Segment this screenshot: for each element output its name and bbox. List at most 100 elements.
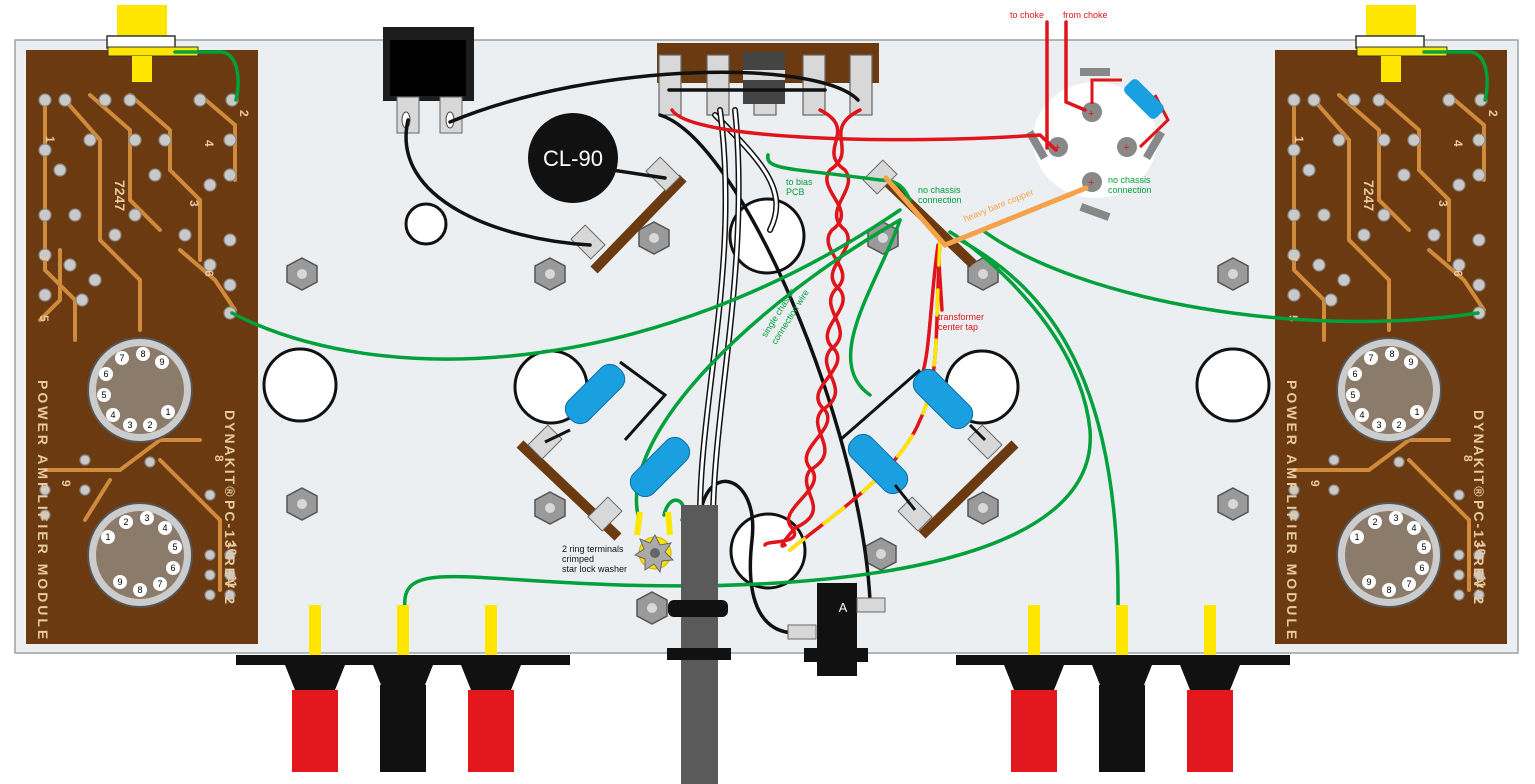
svg-text:+: + bbox=[1088, 108, 1094, 120]
left-lower-pin-4: 4 bbox=[162, 523, 167, 533]
right-pcb-edge-6: 6 bbox=[1451, 270, 1465, 277]
no-chassis-label-1-line1: no chassis bbox=[918, 185, 961, 195]
right-speaker-terminal-bar bbox=[956, 605, 1290, 772]
left-pcb-model: PC-13 REV-2 bbox=[222, 500, 238, 606]
cl90-label: CL-90 bbox=[543, 146, 603, 171]
right-pcb-brand: DYNAKIT® bbox=[1471, 410, 1487, 499]
from-choke-label: from choke bbox=[1063, 10, 1108, 20]
left-pcb-edge-3: 3 bbox=[187, 200, 201, 207]
right-lower-pin-5: 5 bbox=[1421, 542, 1426, 552]
left-lower-pin-5: 5 bbox=[172, 542, 177, 552]
svg-text:+: + bbox=[1123, 142, 1129, 154]
left-pcb-edge-8: 8 bbox=[212, 455, 226, 462]
power-rocker-switch bbox=[383, 27, 474, 134]
right-pcb-edge-9: 9 bbox=[1308, 480, 1322, 487]
left-lower-pin-7: 7 bbox=[157, 579, 162, 589]
left-speaker-terminal-bar bbox=[236, 605, 570, 772]
right-pcb-edge-7: 7 bbox=[1286, 255, 1300, 262]
right-upper-tube-socket: 1 2 3 4 5 6 7 8 9 bbox=[1336, 337, 1442, 443]
right-upper-pin-1: 1 bbox=[1414, 407, 1419, 417]
right-lower-pin-6: 6 bbox=[1419, 563, 1424, 573]
left-pcb-number: 7247 bbox=[112, 180, 128, 211]
left-pcb-module: 7247 POWER AMPLIFIER MODULE DYNAKIT® PC-… bbox=[26, 50, 258, 644]
left-upper-pin-2: 2 bbox=[147, 420, 152, 430]
svg-text:+: + bbox=[1054, 142, 1060, 154]
to-bias-pcb-line2: PCB bbox=[786, 187, 805, 197]
right-lower-pin-8: 8 bbox=[1386, 585, 1391, 595]
left-upper-pin-9: 9 bbox=[159, 357, 164, 367]
left-upper-pin-5: 5 bbox=[101, 390, 106, 400]
left-pcb-edge-10: 10 bbox=[225, 542, 239, 556]
right-pcb-module: 7247 POWER AMPLIFIER MODULE DYNAKIT® PC-… bbox=[1275, 50, 1507, 644]
red-yellow-striped-wire bbox=[788, 238, 942, 552]
right-lower-pin-1: 1 bbox=[1354, 532, 1359, 542]
left-upper-pin-3: 3 bbox=[127, 420, 132, 430]
right-lower-pin-9: 9 bbox=[1366, 577, 1371, 587]
right-pcb-model: PC-13 REV-2 bbox=[1471, 500, 1487, 606]
switch-label-a: A bbox=[839, 600, 848, 615]
transformer-center-tap-line1: transformer bbox=[938, 312, 984, 322]
resistors bbox=[564, 363, 974, 498]
left-pcb-edge-1: 1 bbox=[43, 136, 57, 143]
left-lower-pin-3: 3 bbox=[144, 513, 149, 523]
ring-terminals-line1: 2 ring terminals bbox=[562, 544, 624, 554]
svg-text:+: + bbox=[1088, 177, 1094, 189]
left-rca-jack bbox=[106, 5, 199, 82]
right-upper-pin-2: 2 bbox=[1396, 420, 1401, 430]
choke-terminal-area: + + + + bbox=[1026, 68, 1170, 221]
right-lower-pin-3: 3 bbox=[1393, 513, 1398, 523]
right-lower-pin-4: 4 bbox=[1411, 523, 1416, 533]
left-pcb-title: POWER AMPLIFIER MODULE bbox=[35, 380, 51, 642]
left-pcb-edge-2: 2 bbox=[237, 110, 251, 117]
right-lower-pin-7: 7 bbox=[1406, 579, 1411, 589]
to-choke-label: to choke bbox=[1010, 10, 1044, 20]
left-pcb-brand: DYNAKIT® bbox=[222, 410, 238, 499]
right-pcb-number: 7247 bbox=[1361, 180, 1377, 211]
twisted-red-pair bbox=[763, 108, 862, 548]
left-lower-tube-socket: 1 2 3 4 5 6 7 8 9 bbox=[87, 502, 193, 608]
left-pcb-edge-9: 9 bbox=[59, 480, 73, 487]
right-upper-pin-7: 7 bbox=[1368, 353, 1373, 363]
right-upper-pin-8: 8 bbox=[1389, 349, 1394, 359]
left-pcb-edge-5: 5 bbox=[37, 315, 51, 322]
ab-switch-block: A B bbox=[787, 583, 886, 676]
no-chassis-label-2-line2: connection bbox=[1108, 185, 1152, 195]
left-upper-pin-7: 7 bbox=[119, 353, 124, 363]
right-upper-pin-6: 6 bbox=[1352, 369, 1357, 379]
right-pcb-edge-2: 2 bbox=[1486, 110, 1500, 117]
left-lower-pin-2: 2 bbox=[123, 517, 128, 527]
left-lower-pin-9: 9 bbox=[117, 577, 122, 587]
right-upper-pin-5: 5 bbox=[1350, 390, 1355, 400]
switch-label-b: B bbox=[820, 624, 829, 639]
right-pcb-title: POWER AMPLIFIER MODULE bbox=[1284, 380, 1300, 642]
left-lower-pin-6: 6 bbox=[170, 563, 175, 573]
left-lower-pin-8: 8 bbox=[137, 585, 142, 595]
right-pcb-edge-4: 4 bbox=[1451, 140, 1465, 147]
right-lower-tube-socket: 1 2 3 4 5 6 7 8 9 bbox=[1336, 502, 1442, 608]
green-wires bbox=[173, 50, 1489, 610]
right-upper-pin-9: 9 bbox=[1408, 357, 1413, 367]
left-pcb-edge-6: 6 bbox=[202, 270, 216, 277]
no-chassis-label-2-line1: no chassis bbox=[1108, 175, 1151, 185]
right-upper-pin-4: 4 bbox=[1359, 410, 1364, 420]
right-pcb-edge-1: 1 bbox=[1292, 136, 1306, 143]
left-upper-pin-8: 8 bbox=[140, 349, 145, 359]
left-lower-pin-1: 1 bbox=[105, 532, 110, 542]
left-upper-pin-6: 6 bbox=[103, 369, 108, 379]
right-pcb-edge-3: 3 bbox=[1436, 200, 1450, 207]
left-upper-pin-1: 1 bbox=[165, 407, 170, 417]
ring-terminals-line3: star lock washer bbox=[562, 564, 627, 574]
left-upper-pin-4: 4 bbox=[110, 410, 115, 420]
right-pcb-edge-10: 10 bbox=[1474, 542, 1488, 556]
power-cord bbox=[667, 505, 731, 784]
left-pcb-edge-7: 7 bbox=[37, 255, 51, 262]
right-rca-jack bbox=[1355, 5, 1448, 82]
heavy-bare-copper-wire bbox=[883, 175, 1089, 248]
transformer-center-tap-line2: center tap bbox=[938, 322, 978, 332]
white-wire-pair bbox=[697, 107, 780, 518]
rectifier-terminal-strip bbox=[657, 43, 879, 116]
cl90-thermistor: CL-90 bbox=[528, 113, 618, 203]
right-pcb-edge-11: 11 bbox=[1474, 575, 1488, 588]
right-upper-pin-3: 3 bbox=[1376, 420, 1381, 430]
